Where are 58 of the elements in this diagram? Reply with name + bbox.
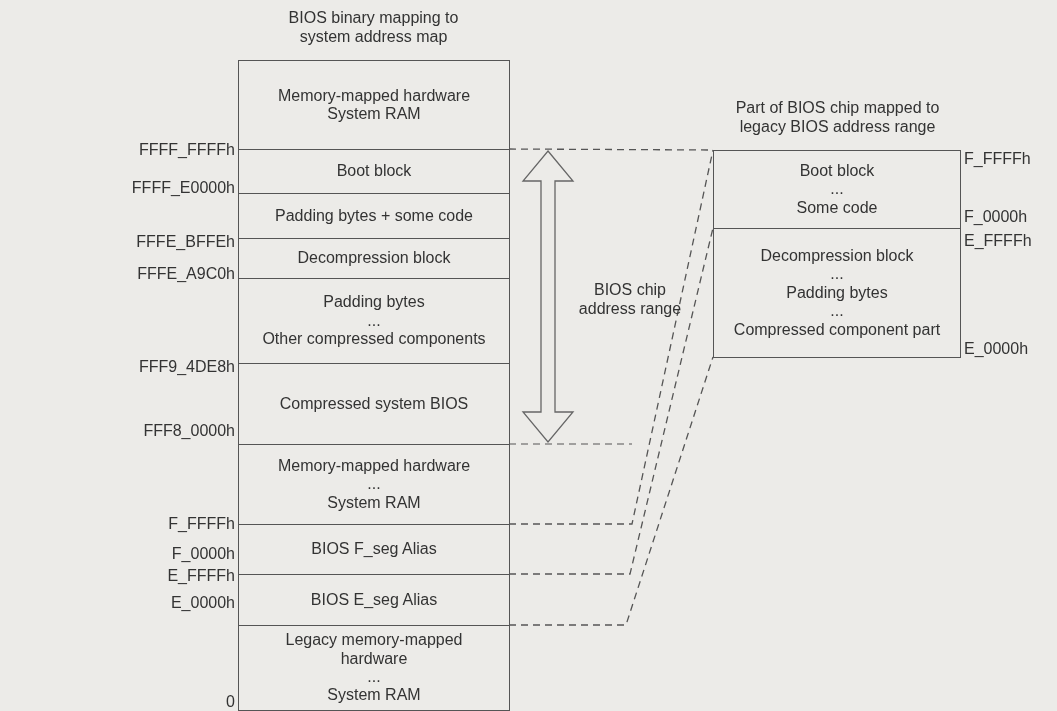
address-label: F_FFFFh	[964, 149, 1032, 169]
region-text: ...	[367, 668, 381, 687]
region-text: Compressed component part	[733, 320, 941, 339]
region-text: Legacy memory-mapped hardware	[284, 631, 464, 668]
dashed-mapping-line	[508, 356, 714, 626]
region-text: Boot block	[799, 161, 875, 181]
region-text: Padding bytes	[323, 293, 425, 312]
column-heading: BIOS binary mapping to system address map	[287, 8, 460, 47]
region-text: Some code	[796, 198, 878, 218]
address-label: FFFE_BFFEh	[135, 232, 235, 252]
memory-region-box	[238, 193, 510, 239]
address-label: FFF9_4DE8h	[137, 357, 235, 377]
memory-region-box	[238, 444, 510, 525]
address-label: E_FFFFh	[166, 566, 235, 586]
memory-region-box	[713, 228, 961, 358]
region-text: Decompression block	[297, 249, 451, 268]
region-text: Decompression block	[760, 247, 914, 266]
region-text: ...	[367, 311, 381, 331]
region-text: ...	[367, 475, 381, 494]
region-text: Boot block	[336, 162, 412, 181]
address-label: E_0000h	[964, 339, 1030, 359]
region-text: Compressed system BIOS	[279, 394, 469, 414]
address-label: E_FFFFh	[964, 231, 1033, 251]
region-text: ...	[830, 180, 844, 199]
address-label: F_0000h	[170, 544, 235, 564]
address-label: FFFE_A9C0h	[136, 264, 235, 284]
region-text: System RAM	[327, 493, 421, 513]
address-label: 0	[225, 692, 235, 711]
region-text: ...	[830, 302, 844, 321]
address-label: FFFF_E0000h	[130, 178, 235, 198]
memory-region-box	[238, 149, 510, 194]
region-text: System RAM	[327, 105, 421, 124]
memory-region-box	[238, 574, 510, 626]
region-text: Padding bytes	[786, 283, 888, 303]
memory-region-box	[238, 238, 510, 279]
memory-region-box	[238, 60, 510, 150]
address-label: FFFF_FFFFh	[138, 140, 235, 160]
address-label: F_FFFFh	[167, 514, 235, 534]
range-label: BIOS chip address range	[577, 280, 683, 319]
region-text: Other compressed components	[262, 330, 486, 349]
region-text: ...	[830, 265, 844, 284]
address-label: FFF8_0000h	[142, 421, 235, 441]
memory-region-box	[238, 524, 510, 575]
memory-region-box	[238, 278, 510, 364]
address-label: E_0000h	[169, 593, 235, 613]
memory-region-box	[238, 625, 510, 711]
region-text: Memory-mapped hardware	[277, 456, 471, 476]
region-text: BIOS E_seg Alias	[310, 590, 438, 610]
column-heading: Part of BIOS chip mapped to legacy BIOS address range	[734, 98, 941, 137]
region-text: Padding bytes + some code	[275, 206, 473, 226]
address-label: F_0000h	[964, 207, 1029, 227]
memory-region-box	[713, 150, 961, 229]
dashed-mapping-line	[508, 149, 714, 525]
dashed-mapping-line	[508, 227, 714, 575]
region-text: BIOS F_seg Alias	[311, 540, 437, 559]
region-text: Memory-mapped hardware	[277, 86, 471, 105]
memory-region-box	[238, 363, 510, 445]
region-text: System RAM	[327, 686, 421, 705]
